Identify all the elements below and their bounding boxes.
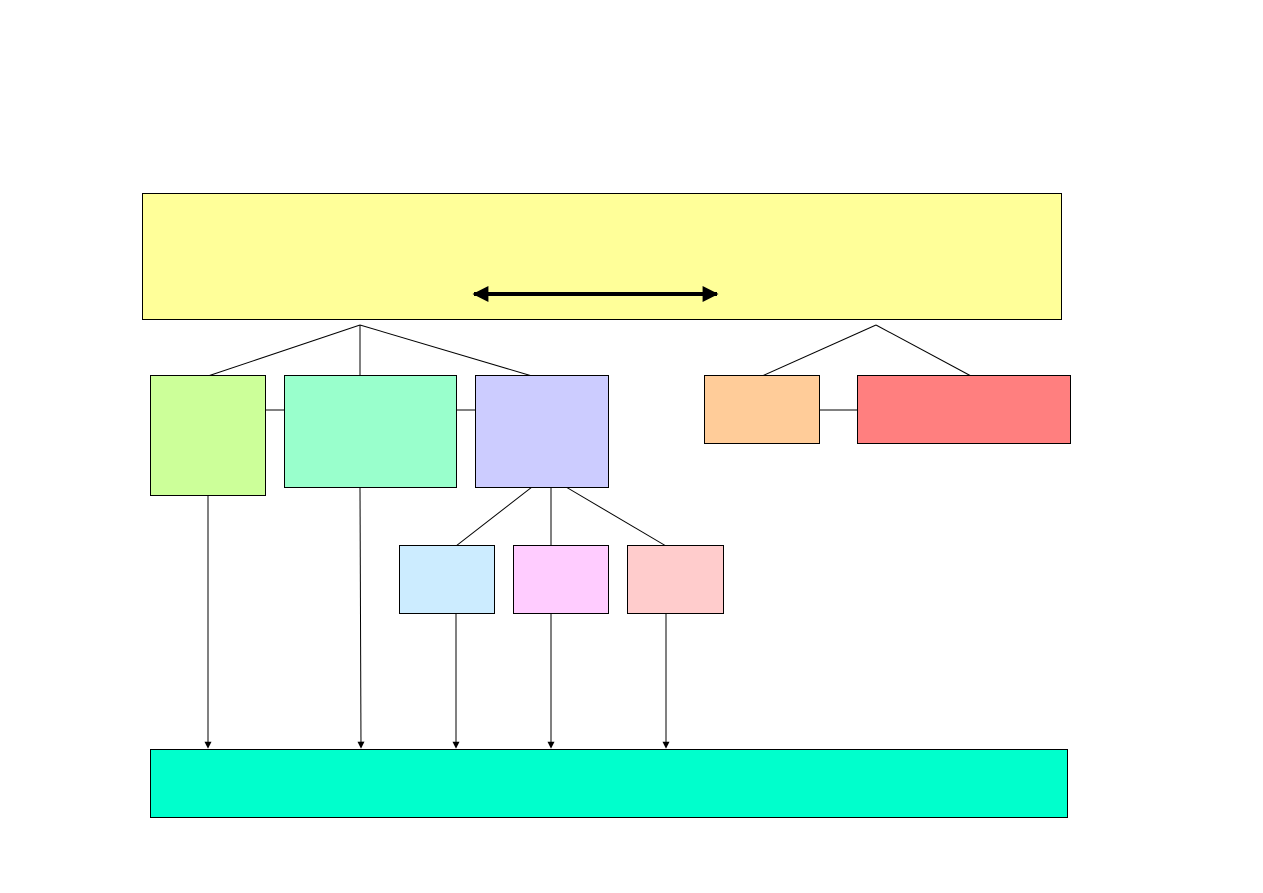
connector-top-to-green [207,324,361,377]
connector-lavender-to-rose [565,486,667,547]
box-rose [627,545,724,614]
box-lavender [475,375,609,488]
box-pink [513,545,609,614]
box-green [150,375,266,496]
connector-top-to-lavender [359,324,533,377]
box-orange [704,375,820,444]
box-red [857,375,1071,444]
connector-top-to-red [875,324,972,377]
arrow-mint-to-bottom [357,487,365,749]
box-lightblue [399,545,495,614]
connector-lavender-to-lightblue [455,486,533,547]
top-bar [142,193,1062,320]
bottom-bar [150,749,1068,818]
box-mint [284,375,457,488]
connector-top-to-orange [761,324,877,377]
